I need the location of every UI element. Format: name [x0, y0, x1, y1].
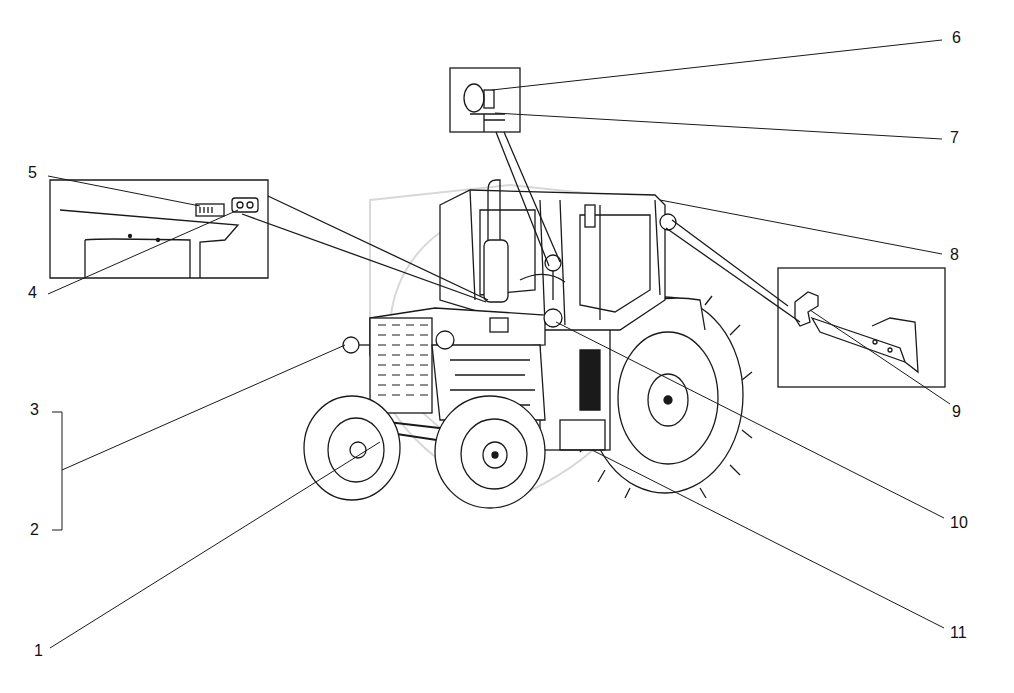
callout-number: 9: [950, 403, 963, 421]
inset-leader: [242, 196, 488, 302]
callout-number: 2: [28, 521, 41, 539]
callout-number: 1: [32, 642, 45, 660]
callout-number: 11: [948, 624, 969, 642]
cab: [440, 190, 665, 330]
leader-lines: [48, 40, 950, 648]
front-wheels: [304, 396, 545, 508]
callout-number: 10: [948, 514, 970, 532]
callout-number: 3: [28, 401, 41, 419]
inset-bracket: [660, 214, 945, 387]
callout-number: 4: [26, 284, 39, 302]
inset-leader: [666, 220, 800, 322]
callout-number: 6: [950, 29, 963, 47]
exhaust-pipe: [484, 180, 508, 302]
callout-number: 8: [948, 246, 961, 264]
callout-number: 5: [26, 164, 39, 182]
callout-number: 7: [948, 129, 961, 147]
inset-leader: [496, 132, 560, 266]
inset-hood-plates: [50, 180, 268, 278]
inset-cab-lamp: [450, 68, 520, 132]
